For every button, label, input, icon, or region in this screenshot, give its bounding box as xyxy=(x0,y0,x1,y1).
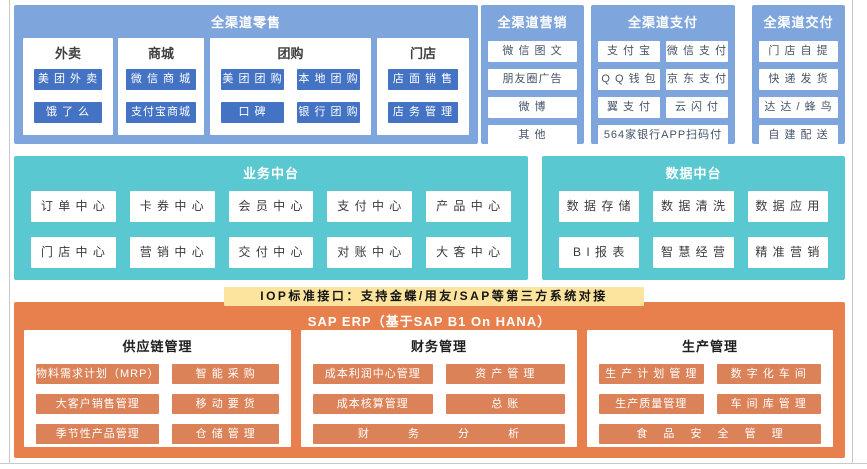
erp-group-title: 供应链管理 xyxy=(122,339,193,354)
channel-chip: 本 地 团 购 xyxy=(297,69,360,90)
erp-chip: 总 账 xyxy=(445,394,565,414)
erp-chip: 车 间 库 管 理 xyxy=(716,394,821,414)
platform-chip: 数 据 清 洗 xyxy=(653,191,734,222)
erp-chip: 数 字 化 车 间 xyxy=(716,364,821,384)
payment-chip: 564家银行APP扫码付 xyxy=(598,125,728,146)
channel-panel-retail: 全渠道零售 外卖 美 团 外 卖 饿 了 么 商城 微 信 商 城 支付宝商城 … xyxy=(14,5,478,144)
fulfillment-panel-title: 全渠道交付 xyxy=(763,15,834,30)
payment-chip: 支 付 宝 xyxy=(598,41,660,62)
retail-column-group-buy: 团购 美 团 团 购 本 地 团 购 口 碑 银 行 团 购 xyxy=(210,38,371,135)
channel-chip: 店 面 销 售 xyxy=(388,69,458,90)
platform-chip: 对 账 中 心 xyxy=(327,237,413,268)
platform-chip: 数 据 应 用 xyxy=(747,191,828,222)
channel-panel-payment: 全渠道支付 支 付 宝 微 信 支 付 Q Q 钱 包 京 东 支 付 翼 支 … xyxy=(591,5,735,146)
erp-chip: 财 务 分 析 xyxy=(313,424,565,444)
channel-chip: 美 团 团 购 xyxy=(221,69,284,90)
channel-panel-marketing: 全渠道营销 微 信 图 文 朋友圈广告 微 博 其 他 xyxy=(481,5,584,146)
platform-chip: 数 据 存 储 xyxy=(559,191,640,222)
marketing-chip: 微 信 图 文 xyxy=(488,41,577,62)
marketing-chip: 朋友圈广告 xyxy=(488,69,577,90)
retail-column-store: 门店 店 面 销 售 店 务 管 理 xyxy=(377,38,469,135)
erp-chip: 生产质量管理 xyxy=(599,394,704,414)
fulfillment-chip: 门 店 自 提 xyxy=(759,41,838,62)
erp-chip: 成本利润中心管理 xyxy=(313,364,433,384)
erp-title: SAP ERP（基于SAP B1 On HANA） xyxy=(307,314,552,329)
payment-chip: 云 闪 付 xyxy=(666,97,728,118)
platform-chip: 门 店 中 心 xyxy=(31,237,116,268)
platform-chip: 智 慧 经 营 xyxy=(653,237,734,268)
payment-panel-title: 全渠道支付 xyxy=(627,15,698,30)
data-platform-title: 数据中台 xyxy=(665,166,722,181)
fulfillment-chip: 达 达 / 蜂 鸟 xyxy=(759,97,838,118)
channel-chip: 支付宝商城 xyxy=(126,102,196,123)
erp-group-finance: 财务管理 成本利润中心管理 资 产 管 理 成本核算管理 总 账 财 务 分 析 xyxy=(301,330,577,447)
platform-chip: 营 销 中 心 xyxy=(129,237,215,268)
erp-chip: 成本核算管理 xyxy=(313,394,433,414)
erp-chip: 移 动 要 货 xyxy=(172,394,279,414)
column-title: 团购 xyxy=(277,46,304,61)
slide-border-right xyxy=(852,0,853,464)
platform-chip: 交 付 中 心 xyxy=(228,237,314,268)
platform-chip: 大 客 中 心 xyxy=(426,237,511,268)
column-title: 外卖 xyxy=(54,46,81,61)
channel-chip: 微 信 商 城 xyxy=(126,69,196,90)
platform-panel-data: 数据中台 数 据 存 储 数 据 清 洗 数 据 应 用 B I 报 表 智 慧… xyxy=(542,156,845,280)
platform-chip: 卡 券 中 心 xyxy=(129,191,215,222)
platform-chip: 会 员 中 心 xyxy=(228,191,314,222)
erp-chip: 季节性产品管理 xyxy=(36,424,160,444)
channel-chip: 饿 了 么 xyxy=(34,102,102,123)
erp-chip: 智 能 采 购 xyxy=(172,364,279,384)
slide-border-left xyxy=(9,0,10,464)
payment-chip: 微 信 支 付 xyxy=(666,41,728,62)
marketing-panel-title: 全渠道营销 xyxy=(497,15,568,30)
payment-chip: 京 东 支 付 xyxy=(666,69,728,90)
retail-panel-title: 全渠道零售 xyxy=(210,15,281,30)
column-title: 门店 xyxy=(409,46,436,61)
channel-panel-fulfillment: 全渠道交付 门 店 自 提 快 递 发 货 达 达 / 蜂 鸟 自 建 配 送 xyxy=(752,5,845,146)
fulfillment-chip: 自 建 配 送 xyxy=(759,125,838,146)
platform-chip: 支 付 中 心 xyxy=(327,191,413,222)
erp-chip: 仓 储 管 理 xyxy=(172,424,279,444)
channel-chip: 银 行 团 购 xyxy=(297,102,360,123)
erp-group-title: 财务管理 xyxy=(410,339,467,354)
channel-chip: 美 团 外 卖 xyxy=(34,69,102,90)
platform-chip: 订 单 中 心 xyxy=(31,191,116,222)
erp-chip: 食 品 安 全 管 理 xyxy=(599,424,821,444)
platform-panel-business: 业务中台 订 单 中 心 卡 券 中 心 会 员 中 心 支 付 中 心 产 品… xyxy=(14,156,528,280)
erp-group-supply-chain: 供应链管理 物料需求计划（MRP） 智 能 采 购 大客户销售管理 移 动 要 … xyxy=(24,330,291,447)
platform-chip: 产 品 中 心 xyxy=(426,191,511,222)
retail-column-delivery-apps: 外卖 美 团 外 卖 饿 了 么 xyxy=(23,38,113,135)
erp-chip: 大客户销售管理 xyxy=(36,394,160,414)
marketing-chip: 微 博 xyxy=(488,97,577,118)
column-title: 商城 xyxy=(147,46,174,61)
erp-group-title: 生产管理 xyxy=(681,339,738,354)
payment-chip: 翼 支 付 xyxy=(598,97,660,118)
slide-border-bottom xyxy=(0,463,867,464)
erp-group-production: 生产管理 生 产 计 划 管 理 数 字 化 车 间 生产质量管理 车 间 库 … xyxy=(587,330,833,447)
iop-interface-bar: IOP标准接口：支持金蝶/用友/SAP等第三方系统对接 xyxy=(224,287,644,306)
fulfillment-chip: 快 递 发 货 xyxy=(759,69,838,90)
platform-chip: B I 报 表 xyxy=(559,237,640,268)
erp-chip: 生 产 计 划 管 理 xyxy=(599,364,704,384)
erp-chip: 物料需求计划（MRP） xyxy=(36,364,160,384)
payment-chip: Q Q 钱 包 xyxy=(598,69,660,90)
erp-chip: 资 产 管 理 xyxy=(445,364,565,384)
erp-panel: SAP ERP（基于SAP B1 On HANA） 供应链管理 物料需求计划（M… xyxy=(14,302,845,458)
channel-chip: 店 务 管 理 xyxy=(388,102,458,123)
marketing-chip: 其 他 xyxy=(488,125,577,146)
platform-chip: 精 准 营 销 xyxy=(747,237,828,268)
retail-column-mall: 商城 微 信 商 城 支付宝商城 xyxy=(118,38,204,135)
channel-chip: 口 碑 xyxy=(221,102,284,123)
business-platform-title: 业务中台 xyxy=(242,166,299,181)
